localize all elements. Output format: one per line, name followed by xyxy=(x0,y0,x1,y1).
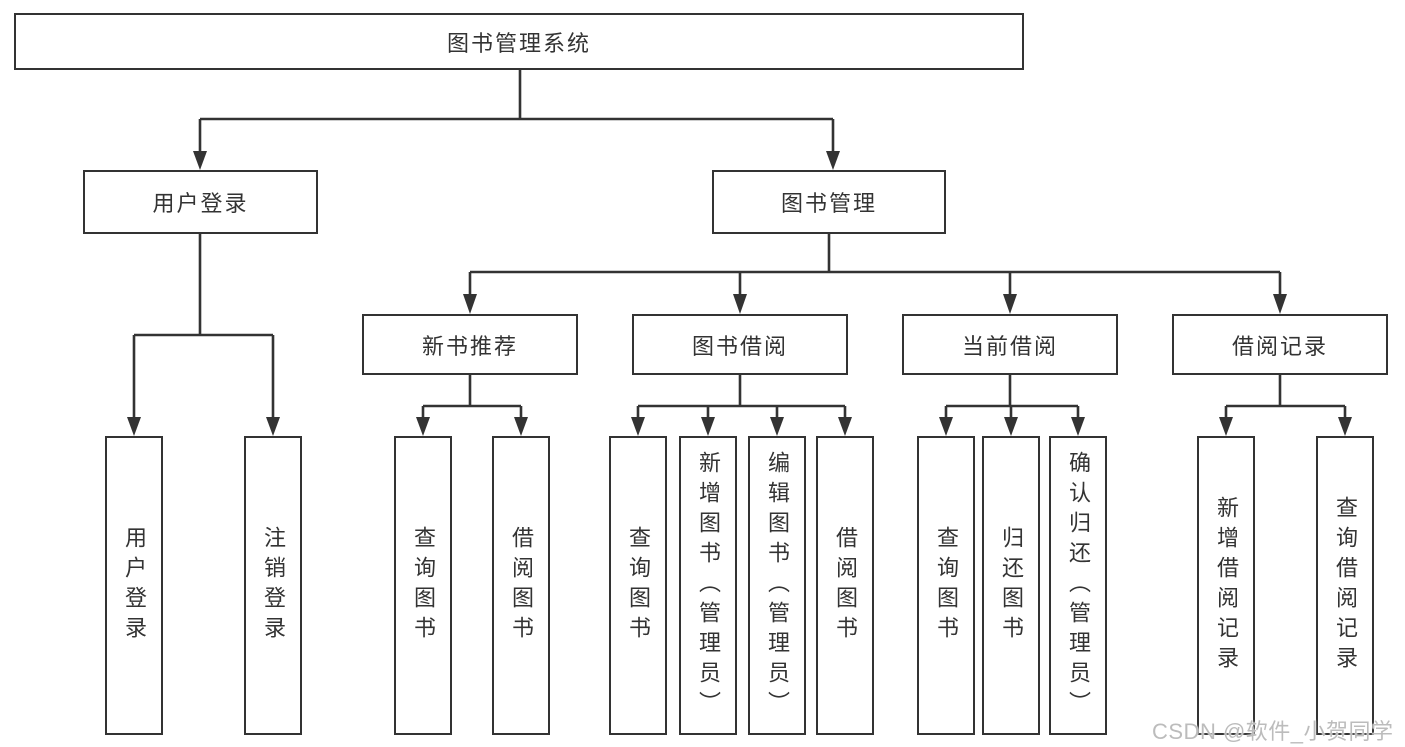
connector-line xyxy=(1224,375,1347,420)
connector-bookmgmt-to-level2 xyxy=(463,234,1287,314)
connector-recommend-to-leaves xyxy=(416,375,528,436)
node-new-book-recommendation: 新书推荐 xyxy=(362,314,578,375)
node-label: 用户登录 xyxy=(152,191,249,216)
arrowhead xyxy=(193,151,207,170)
node-label: 确认归还（管理员） xyxy=(1066,450,1091,721)
node-label: 查询借阅记录 xyxy=(1333,495,1358,676)
node-label: 归还图书 xyxy=(999,525,1024,646)
node-borrowing-records: 借阅记录 xyxy=(1172,314,1388,375)
arrowhead xyxy=(416,417,430,436)
leaf-logout-login: 注销登录 xyxy=(244,436,302,735)
connector-borrowrecord-to-leaves xyxy=(1219,375,1352,436)
csdn-watermark: CSDN @软件_小贺同学 xyxy=(1152,719,1394,744)
connector-line xyxy=(198,70,835,154)
leaf-add-book-admin: 新增图书（管理员） xyxy=(679,436,737,735)
connector-line xyxy=(468,234,1282,297)
node-label: 查询图书 xyxy=(411,525,436,646)
node-book-borrowing: 图书借阅 xyxy=(632,314,848,375)
node-label: 图书管理 xyxy=(780,191,877,216)
arrowhead xyxy=(127,417,141,436)
leaf-return-book: 归还图书 xyxy=(982,436,1040,735)
leaf-add-borrow-record: 新增借阅记录 xyxy=(1197,436,1255,735)
connector-line xyxy=(636,375,847,420)
node-label: 当前借阅 xyxy=(961,333,1058,359)
leaf-edit-book-admin: 编辑图书（管理员） xyxy=(748,436,806,735)
node-book-management: 图书管理 xyxy=(712,170,946,234)
connector-bookborrow-to-leaves xyxy=(631,375,852,436)
arrowhead xyxy=(1004,417,1018,436)
connector-line xyxy=(944,375,1080,420)
node-label: 编辑图书（管理员） xyxy=(765,450,790,721)
node-label: 借阅图书 xyxy=(833,525,858,646)
node-label: 新增借阅记录 xyxy=(1214,495,1239,676)
arrowhead xyxy=(1338,417,1352,436)
leaf-query-book-current: 查询图书 xyxy=(917,436,975,735)
connector-root-to-level1 xyxy=(193,70,840,170)
arrowhead xyxy=(514,417,528,436)
node-label: 用户登录 xyxy=(122,525,147,646)
arrowhead xyxy=(266,417,280,436)
leaf-query-book-recommend: 查询图书 xyxy=(394,436,452,735)
connector-currentborrow-to-leaves xyxy=(939,375,1085,436)
connector-userlogin-to-leaves xyxy=(127,234,280,436)
arrowhead xyxy=(939,417,953,436)
arrowhead xyxy=(1219,417,1233,436)
node-label: 借阅图书 xyxy=(509,525,534,646)
arrowhead xyxy=(463,294,477,314)
node-library-management-system: 图书管理系统 xyxy=(14,13,1024,70)
node-label: 借阅记录 xyxy=(1231,333,1328,359)
node-label: 查询图书 xyxy=(934,525,959,646)
node-label: 新增图书（管理员） xyxy=(696,450,721,721)
leaf-user-login: 用户登录 xyxy=(105,436,163,735)
leaf-query-borrow-record: 查询借阅记录 xyxy=(1316,436,1374,735)
node-label: 图书管理系统 xyxy=(446,30,591,56)
arrowhead xyxy=(1071,417,1085,436)
arrowhead xyxy=(631,417,645,436)
leaf-confirm-return-admin: 确认归还（管理员） xyxy=(1049,436,1107,735)
arrowhead xyxy=(838,417,852,436)
connector-line xyxy=(421,375,523,420)
arrowhead xyxy=(826,151,840,170)
arrowhead xyxy=(770,417,784,436)
node-user-login: 用户登录 xyxy=(83,170,318,234)
leaf-borrow-book-recommend: 借阅图书 xyxy=(492,436,550,735)
connector-line xyxy=(132,234,275,420)
node-label: 查询图书 xyxy=(626,525,651,646)
arrowhead xyxy=(733,294,747,314)
node-label: 注销登录 xyxy=(261,525,286,646)
node-current-borrowing: 当前借阅 xyxy=(902,314,1118,375)
node-label: 图书借阅 xyxy=(691,333,788,359)
arrowhead xyxy=(1273,294,1287,314)
leaf-query-book-borrow: 查询图书 xyxy=(609,436,667,735)
arrowhead xyxy=(701,417,715,436)
leaf-borrow-book: 借阅图书 xyxy=(816,436,874,735)
arrowhead xyxy=(1003,294,1017,314)
node-label: 新书推荐 xyxy=(421,333,518,359)
